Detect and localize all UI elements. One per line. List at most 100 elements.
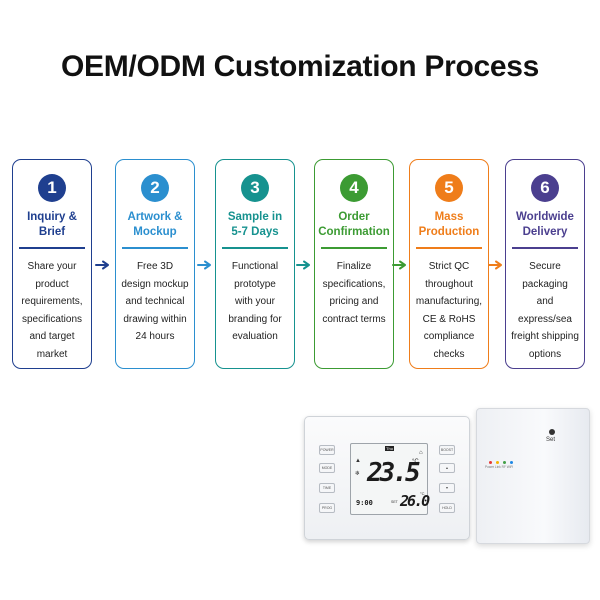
step-desc-line: checks <box>433 348 465 360</box>
thermostat-left-button: MODE <box>319 463 335 473</box>
step-desc-line: and target <box>29 331 75 342</box>
step-desc-line: and technical <box>125 296 185 307</box>
step-desc-line: branding for <box>228 313 282 325</box>
step-divider <box>416 247 482 249</box>
step-number-badge: 4 <box>340 174 368 202</box>
step-divider <box>222 247 288 249</box>
step-description: Share your product requirements, specifi… <box>17 258 87 363</box>
step-title-line: Production <box>418 226 480 238</box>
step-desc-line: with your <box>234 296 275 307</box>
step-divider <box>19 247 85 249</box>
step-desc-line: contract terms <box>322 313 386 325</box>
step-number-badge: 3 <box>241 174 269 202</box>
step-title-line: Delivery <box>522 226 568 238</box>
step-desc-line: design mockup <box>121 278 189 290</box>
led-indicator-icon <box>496 461 499 464</box>
product-illustration: POWER MODE TIME PROG BOOST ▲ ▼ HOLD Thu … <box>300 402 600 552</box>
step-desc-line: CE & RoHS <box>422 313 476 325</box>
step-title-line: Sample in <box>227 211 283 224</box>
step-number-badge: 2 <box>141 174 169 202</box>
step-title-line: Mass <box>434 211 464 224</box>
step-desc-line: Free 3D <box>136 261 174 272</box>
arrow-right-icon <box>392 260 406 270</box>
step-desc-line: drawing within <box>123 313 187 325</box>
set-temperature: 26.0 <box>400 492 430 510</box>
thermostat-left-button: PROG <box>319 503 335 513</box>
temperature-unit: °C <box>412 459 419 465</box>
step-desc-line: product <box>35 278 69 290</box>
step-desc-line: evaluation <box>232 331 278 342</box>
led-indicator-icon <box>489 461 492 464</box>
current-temperature: 23.5 <box>367 458 421 488</box>
led-indicator-icon <box>510 461 513 464</box>
led-labels: Power Link RF WiFi <box>485 465 514 469</box>
step-description: Free 3D design mockup and technical draw… <box>120 258 190 346</box>
receiver-set-label: Set <box>546 437 556 443</box>
arrow-right-icon <box>296 260 310 270</box>
step-card-2: 2 Artwork & Mockup Free 3D design mockup … <box>115 159 195 369</box>
receiver-device: Set Power Link RF WiFi <box>476 408 590 544</box>
step-desc-line: market <box>36 348 68 360</box>
step-desc-line: options <box>528 348 562 360</box>
step-card-1: 1 Inquiry & Brief Share your product req… <box>12 159 92 369</box>
step-desc-line: throughout <box>425 278 473 290</box>
step-title-line: Inquiry & Brief <box>27 211 77 238</box>
led-indicator-icon <box>503 461 506 464</box>
step-desc-line: specifications, <box>322 278 386 290</box>
step-title-line: Mockup <box>133 226 177 238</box>
step-description: Strict QC throughout manufacturing, CE &… <box>414 258 484 363</box>
step-title-line: 5-7 Days <box>231 226 279 238</box>
thermostat-right-button: HOLD <box>439 503 455 513</box>
arrow-right-icon <box>488 260 502 270</box>
step-desc-line: and express/sea <box>518 296 572 325</box>
step-desc-line: packaging <box>522 278 568 290</box>
step-title: Artwork & Mockup <box>118 208 192 242</box>
house-icon: ⌂ <box>419 450 423 456</box>
step-divider <box>512 247 578 249</box>
step-title: Inquiry & Brief <box>15 208 89 242</box>
step-description: Secure packaging and express/sea freight… <box>510 258 580 363</box>
thermostat-device: POWER MODE TIME PROG BOOST ▲ ▼ HOLD Thu … <box>304 416 470 540</box>
step-desc-line: compliance <box>423 331 475 342</box>
thermostat-left-button: TIME <box>319 483 335 493</box>
step-desc-line: Secure <box>529 261 561 272</box>
page-title: OEM/ODM Customization Process <box>60 50 540 83</box>
process-steps: 1 Inquiry & Brief Share your product req… <box>0 159 600 371</box>
thermostat-right-button: ▼ <box>439 483 455 493</box>
step-description: Functional prototype with your branding … <box>220 258 290 346</box>
thermostat-right-button: BOOST <box>439 445 455 455</box>
flame-icon: ▲ <box>355 458 361 464</box>
step-desc-line: 24 hours <box>135 331 175 342</box>
step-title-line: Confirmation <box>318 226 390 238</box>
step-desc-line: pricing and <box>329 296 379 307</box>
step-desc-line: manufacturing, <box>415 296 483 307</box>
step-description: Finalize specifications, pricing and con… <box>319 258 389 328</box>
step-number-badge: 6 <box>531 174 559 202</box>
step-divider <box>321 247 387 249</box>
step-number-badge: 5 <box>435 174 463 202</box>
step-title: Sample in 5-7 Days <box>218 208 292 242</box>
step-number-badge: 1 <box>38 174 66 202</box>
step-card-3: 3 Sample in 5-7 Days Functional prototype… <box>215 159 295 369</box>
snowflake-icon: ❄ <box>355 471 361 477</box>
step-desc-line: prototype <box>234 278 276 290</box>
arrow-right-icon <box>197 260 211 270</box>
step-desc-line: specifications <box>21 313 83 325</box>
set-label: SET <box>391 500 398 504</box>
screen-time: 9:00 <box>356 499 373 507</box>
step-desc-line: freight shipping <box>511 331 579 342</box>
step-desc-line: Finalize <box>336 261 372 272</box>
thermostat-right-button: ▲ <box>439 463 455 473</box>
step-divider <box>122 247 188 249</box>
step-desc-line: Functional <box>231 261 279 272</box>
step-desc-line: Strict QC <box>428 261 470 272</box>
arrow-right-icon <box>95 260 109 270</box>
step-title-line: Worldwide <box>516 211 574 224</box>
step-title-line: Order <box>338 211 370 224</box>
step-title-line: Artwork & <box>127 211 183 224</box>
